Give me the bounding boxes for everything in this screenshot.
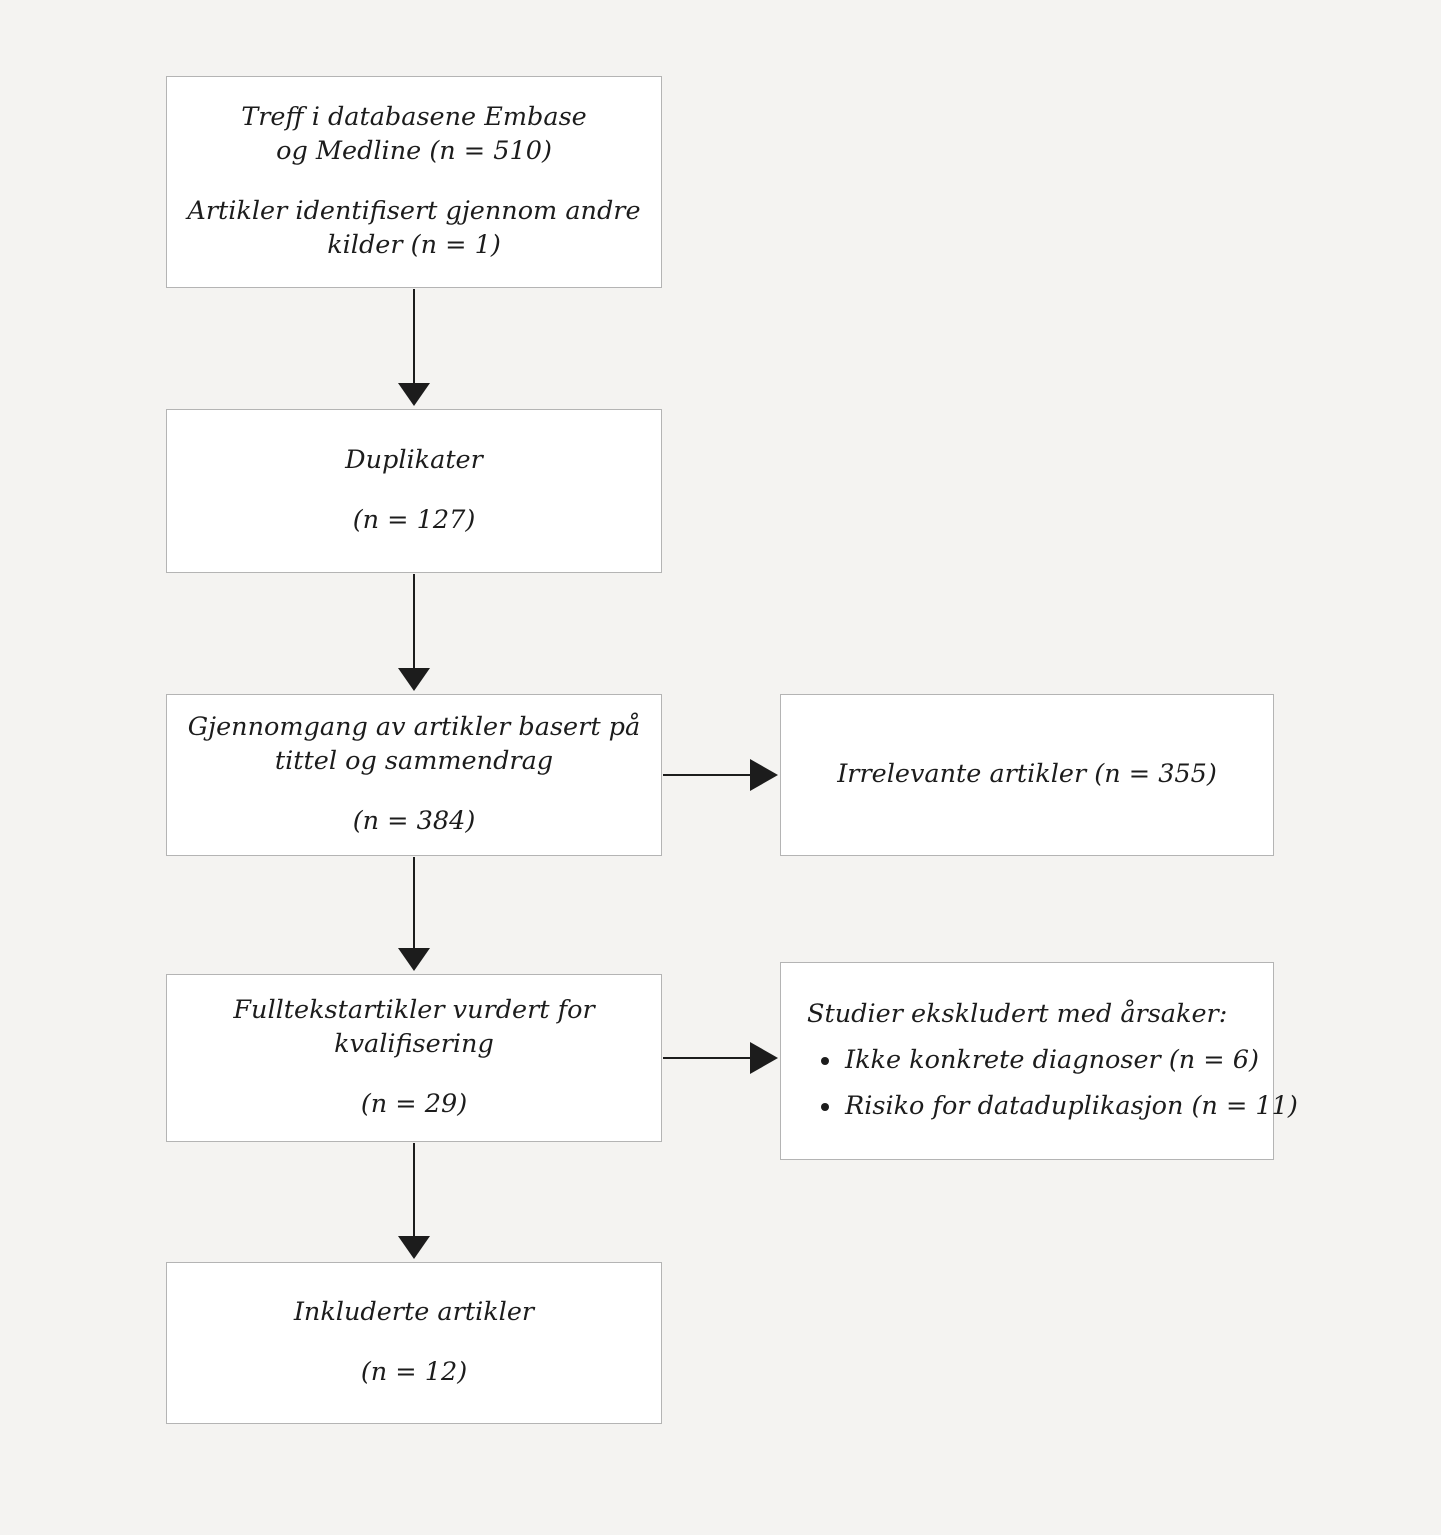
included-count: (n = 12) [347,1356,481,1390]
records-paragraph-databases: Treff i databasene Embase og Medline (n … [227,101,601,169]
fulltext-line-3: (n = 29) [360,1088,468,1119]
duplicates-line-1: Duplikater [345,445,483,476]
excluded-content: Studier ekskludert med årsaker: Ikke kon… [781,998,1298,1124]
irrelevant-label: Irrelevante artikler (n = 355) [823,758,1231,792]
arrow-duplicates-to-screening [398,574,430,691]
fulltext-line-2: kvalifisering [334,1029,494,1060]
records-line-4: kilder (n = 1) [327,229,501,260]
excluded-reasons-list: Ikke konkrete diagnoser (n = 6) Risiko f… [807,1044,1298,1124]
bullet-icon [821,1057,829,1065]
screening-line-1: Gjennomgang av artikler basert på [187,712,641,743]
excluded-reason-text: Ikke konkrete diagnoser (n = 6) [845,1045,1259,1076]
fulltext-count: (n = 29) [347,1088,481,1122]
duplicates-count: (n = 127) [339,504,490,538]
screening-count: (n = 384) [339,805,490,839]
node-title-abstract-screening: Gjennomgang av artikler basert på tittel… [166,694,662,856]
screening-label: Gjennomgang av artikler basert på tittel… [174,711,654,779]
included-line-1: Inkluderte artikler [293,1297,535,1328]
fulltext-line-1: Fulltekstartikler vurdert for [233,995,595,1026]
duplicates-line-2: (n = 127) [352,505,476,535]
arrow-fulltext-to-included [398,1143,430,1259]
excluded-heading: Studier ekskludert med årsaker: [807,999,1228,1030]
fulltext-label: Fulltekstartikler vurdert for kvalifiser… [219,994,608,1062]
duplicates-label: Duplikater [331,444,497,478]
arrow-records-to-duplicates [398,289,430,406]
records-paragraph-other-sources: Artikler identifisert gjennom andre kild… [173,195,654,263]
excluded-reason-text: Risiko for dataduplikasjon (n = 11) [845,1090,1298,1121]
bullet-icon [821,1102,829,1111]
screening-line-2: tittel og sammendrag [274,746,554,777]
arrow-screening-to-irrelevant [663,759,778,791]
records-line-3: Artikler identifisert gjennom andre [187,196,641,226]
records-line-2: og Medline (n = 510) [276,136,552,167]
screening-line-3: (n = 384) [352,805,476,836]
node-records-identified: Treff i databasene Embase og Medline (n … [166,76,662,288]
node-duplicates: Duplikater (n = 127) [166,409,662,573]
arrow-fulltext-to-excluded [663,1042,778,1074]
arrow-screening-to-fulltext [398,857,430,971]
included-label: Inkluderte artikler [280,1296,548,1330]
records-line-1: Treff i databasene Embase [241,102,587,133]
node-excluded-with-reasons: Studier ekskludert med årsaker: Ikke kon… [780,962,1298,1160]
included-line-2: (n = 12) [360,1357,468,1387]
excluded-reason-item: Risiko for dataduplikasjon (n = 11) [807,1090,1298,1124]
node-irrelevant-articles: Irrelevante artikler (n = 355) [780,694,1274,856]
node-fulltext-assessed: Fulltekstartikler vurdert for kvalifiser… [166,974,662,1142]
node-included-articles: Inkluderte artikler (n = 12) [166,1262,662,1424]
irrelevant-line-1: Irrelevante artikler (n = 355) [837,759,1217,790]
excluded-reason-item: Ikke konkrete diagnoser (n = 6) [807,1044,1273,1078]
